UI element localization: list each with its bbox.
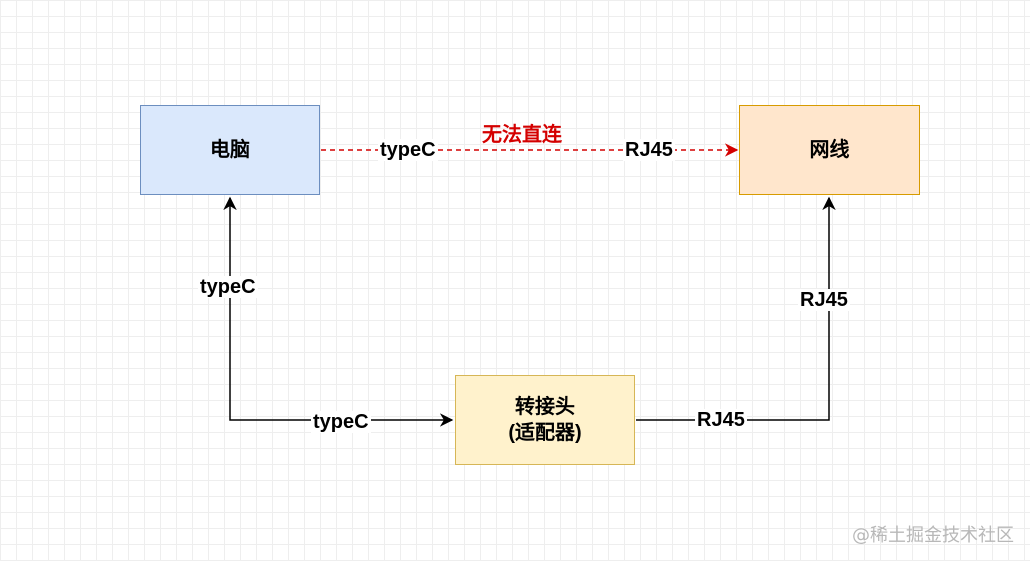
cable-node-label: 网线 [809, 139, 850, 161]
adapter-node-label-line2: (适配器) [508, 422, 582, 444]
adapter-cable-label-vertical: RJ45 [798, 289, 850, 311]
direct-edge-label-rj45: RJ45 [623, 139, 675, 161]
computer-adapter-label-horizontal: typeC [311, 411, 371, 433]
cable-node: 网线 [739, 105, 920, 195]
direct-edge-label-typec: typeC [378, 139, 438, 161]
adapter-node: 转接头 (适配器) [455, 375, 635, 465]
computer-node-label: 电脑 [210, 139, 250, 161]
direct-connection-note: 无法直连 [482, 124, 562, 146]
adapter-cable-label-horizontal: RJ45 [695, 409, 747, 431]
computer-adapter-edge [223, 196, 454, 427]
adapter-node-label-line1: 转接头 [515, 396, 575, 418]
computer-adapter-label-vertical: typeC [198, 276, 258, 298]
computer-node: 电脑 [140, 105, 320, 195]
watermark-text: @稀土掘金技术社区 [852, 525, 1014, 546]
